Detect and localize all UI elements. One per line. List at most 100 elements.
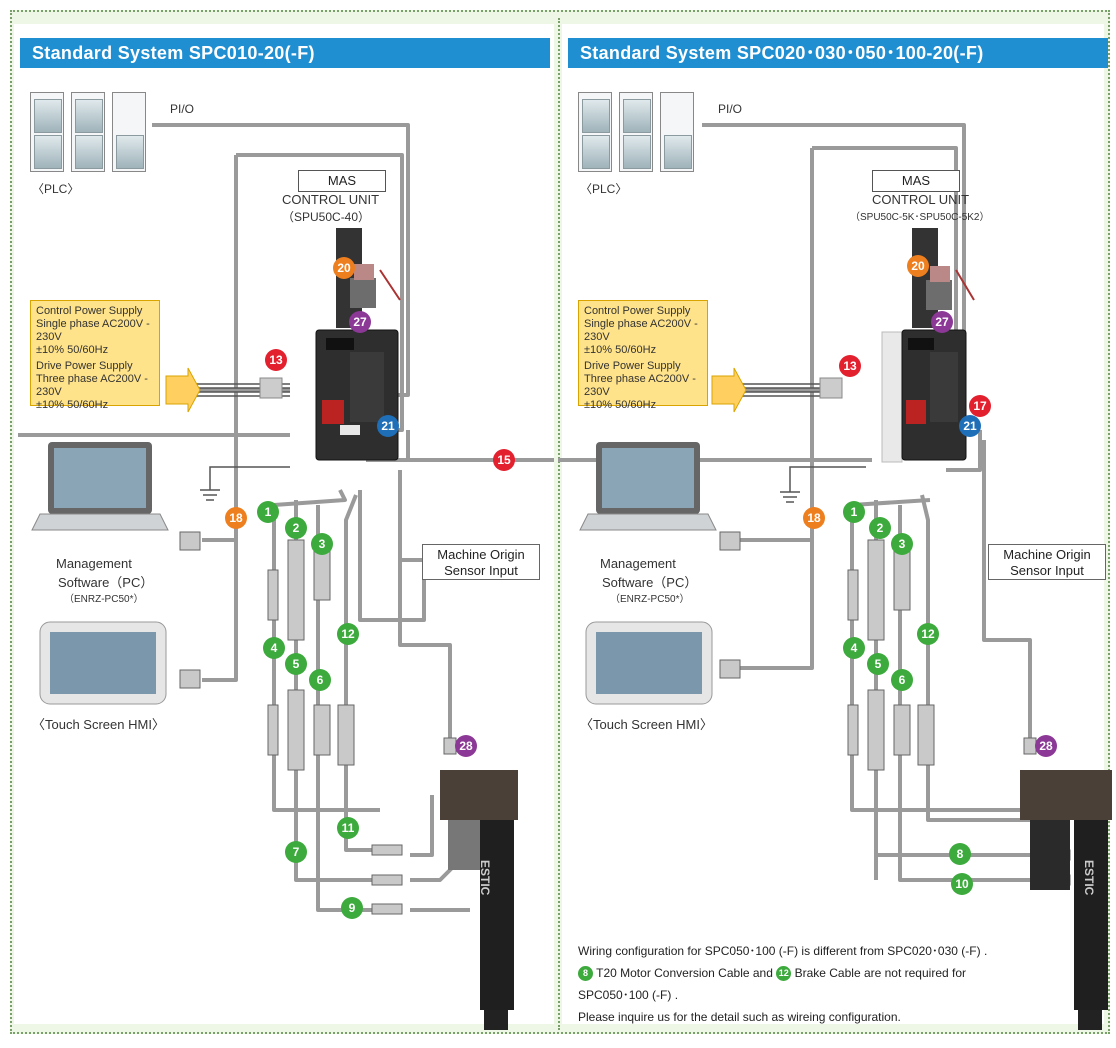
note-line-4: Please inquire us for the detail such as… (578, 1010, 901, 1024)
callout-28-icon (455, 735, 477, 757)
callout-27-label: 27 (353, 315, 367, 329)
callout-10-icon (951, 873, 973, 895)
laptop-left (31, 442, 169, 531)
control-unit-label-right: CONTROL UNIT (872, 192, 970, 207)
pc-model-right: （ENRZ-PC50*） (610, 594, 690, 605)
callout-18-icon (803, 507, 825, 529)
control-unit-right (881, 228, 967, 463)
callout-21-label: 21 (963, 419, 977, 433)
callout-28-label: 28 (459, 739, 473, 753)
callout-12-icon: 12 (776, 966, 792, 982)
callout-13-label: 13 (269, 353, 283, 367)
callout-15-label: 15 (497, 453, 511, 467)
origin-label-left: Machine Origin Sensor Input (422, 544, 540, 580)
control-unit-model-left: （SPU50C-40） (282, 210, 371, 224)
plc-label-left: 〈PLC〉 (32, 182, 80, 196)
pc-label-left-2: Software（PC） (58, 575, 154, 590)
callout-4-icon (843, 637, 865, 659)
callout-20-label: 20 (337, 261, 351, 275)
callout-13-icon (839, 355, 861, 377)
left-title: Standard System SPC010-20(-F) (20, 38, 550, 68)
origin-line: Sensor Input (1010, 563, 1084, 578)
callout-10-label: 10 (955, 877, 969, 891)
power-line: ±10% 50/60Hz (584, 344, 657, 356)
callout-21-icon (959, 415, 981, 437)
callout-20-label: 20 (911, 259, 925, 273)
callout-8-label: 8 (957, 847, 964, 861)
callout-9-icon (341, 897, 363, 919)
plc-label-right: 〈PLC〉 (580, 182, 628, 196)
hmi-label-right: 〈Touch Screen HMI〉 (580, 717, 713, 732)
callout-3-icon (891, 533, 913, 555)
callout-21-icon (377, 415, 399, 437)
pc-label-left-1: Management (56, 556, 132, 571)
callout-1-label: 1 (265, 505, 272, 519)
power-line: Drive Power Supply (36, 360, 133, 372)
control-unit-label-left: CONTROL UNIT (282, 192, 380, 207)
power-line: ±10% 50/60Hz (36, 399, 109, 411)
callout-12-label: 12 (341, 627, 355, 641)
note-text: T20 Motor Conversion Cable and (596, 966, 773, 980)
callout-28-label: 28 (1039, 739, 1053, 753)
callout-13-label: 13 (843, 359, 857, 373)
plc-left (30, 92, 146, 172)
power-line: ±10% 50/60Hz (36, 344, 109, 356)
callout-17-label: 17 (973, 399, 987, 413)
callout-11-label: 11 (342, 821, 355, 835)
origin-label-right: Machine Origin Sensor Input (988, 544, 1106, 580)
callout-4-label: 4 (271, 641, 278, 655)
hmi-right (585, 621, 713, 705)
callout-11-icon (337, 817, 359, 839)
origin-line: Machine Origin (1003, 547, 1091, 562)
laptop-right (579, 442, 717, 531)
callout-6-icon (891, 669, 913, 691)
tool-brand-left: ESTIC (478, 860, 492, 896)
callout-27-label: 27 (935, 315, 949, 329)
note-line-1: Wiring configuration for SPC050･100 (-F)… (578, 944, 988, 958)
callout-18-label: 18 (229, 511, 243, 525)
pc-model-left: （ENRZ-PC50*） (64, 594, 144, 605)
plc-right (578, 92, 694, 172)
callout-18-icon (225, 507, 247, 529)
power-supply-right: Control Power Supply Single phase AC200V… (578, 300, 708, 411)
origin-line: Machine Origin (437, 547, 525, 562)
callout-20-icon (907, 255, 929, 277)
callout-17-icon (969, 395, 991, 417)
note-line-2: 8 T20 Motor Conversion Cable and 12 Brak… (578, 962, 998, 984)
callout-5-label: 5 (293, 657, 300, 671)
power-line: Drive Power Supply (584, 360, 681, 372)
power-line: Control Power Supply (584, 305, 691, 317)
callout-5-icon (285, 653, 307, 675)
pc-label-right-1: Management (600, 556, 676, 571)
callout-20-icon (333, 257, 355, 279)
mas-box-right: MAS (872, 170, 960, 192)
callout-13-icon (265, 349, 287, 371)
callout-7-icon (285, 841, 307, 863)
callout-15-icon (493, 449, 515, 471)
callout-2-icon (869, 517, 891, 539)
callout-8-icon: 8 (578, 966, 593, 982)
callout-5-icon (867, 653, 889, 675)
origin-line: Sensor Input (444, 563, 518, 578)
callout-8-icon (949, 843, 971, 865)
power-line: Three phase AC200V - 230V (584, 373, 696, 398)
callout-3-label: 3 (319, 537, 326, 551)
pc-label-right-2: Software（PC） (602, 575, 698, 590)
callout-6-label: 6 (317, 673, 324, 687)
callout-6-icon (309, 669, 331, 691)
callout-2-label: 2 (877, 521, 884, 535)
power-line: Control Power Supply (36, 305, 143, 317)
hmi-label-left: 〈Touch Screen HMI〉 (32, 717, 165, 732)
sensor-left (350, 264, 401, 308)
power-line: ±10% 50/60Hz (584, 399, 657, 411)
pio-label-left: PI/O (170, 102, 195, 116)
callout-12-icon (337, 623, 359, 645)
wiring-note: Wiring configuration for SPC050･100 (-F)… (578, 940, 998, 1028)
callout-4-icon (263, 637, 285, 659)
note-line-3: SPC050･100 (-F) . (578, 988, 679, 1002)
callout-28-icon (1035, 735, 1057, 757)
callout-4-label: 4 (851, 641, 858, 655)
tool-right (1020, 770, 1112, 1030)
callout-18-label: 18 (807, 511, 821, 525)
